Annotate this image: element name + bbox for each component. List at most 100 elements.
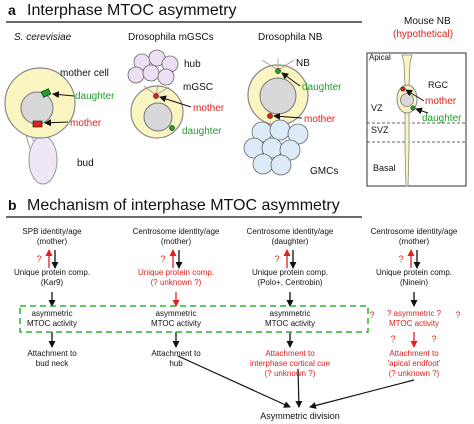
- neuroblast-illustration: Drosophila NB: [243, 32, 323, 176]
- nb-label: NB: [296, 58, 310, 69]
- attachment-label: (? unknown ?): [265, 369, 316, 378]
- hub-label: hub: [184, 59, 201, 70]
- uncertain-link-marker: ?: [398, 254, 403, 264]
- hub-cell: [157, 68, 175, 86]
- rgc-daughter-centrosome: [410, 105, 416, 111]
- apical-label: Apical: [369, 53, 391, 62]
- protein-composition-label: Unique protein comp.: [376, 268, 452, 277]
- radial-glia-process: [401, 54, 413, 187]
- nb-nucleus: [259, 77, 297, 115]
- uncertain-link-marker: ?: [274, 254, 279, 264]
- converge-arrow-endfoot: [309, 379, 415, 409]
- gmc-cell: [269, 119, 291, 141]
- attachment-label: Attachment to: [389, 349, 439, 358]
- gmc-cell: [270, 154, 292, 176]
- vz-label: VZ: [371, 103, 383, 113]
- asymmetric-division-label: Asymmetric division: [260, 411, 340, 421]
- mgsc-mother-label: mother: [193, 103, 225, 114]
- mtoc-activity-label: asymmetric: [270, 309, 311, 318]
- identity-label: Centrosome identity/age: [133, 227, 220, 236]
- mouse-daughter-arrow: [415, 107, 429, 115]
- mouse-title: Mouse NB: [404, 16, 451, 27]
- mgsc-microtubule: [155, 86, 170, 96]
- panel-b-letter: b: [8, 197, 17, 213]
- daughter-spb: [40, 88, 52, 98]
- nb-daughter-centrosome: [275, 68, 281, 74]
- mtoc-activity-label: MTOC activity: [265, 319, 315, 328]
- panel-a-title: Interphase MTOC asymmetry: [27, 2, 237, 19]
- mother-spb: [32, 120, 43, 128]
- attachment-label: Attachment to: [27, 349, 77, 358]
- scer-daughter-label: daughter: [75, 91, 115, 102]
- mgsc-label: mGSC: [183, 82, 213, 93]
- attachment-label: Attachment to: [265, 349, 315, 358]
- mgsc-nucleus: [143, 102, 173, 132]
- hub-cell: [142, 64, 160, 82]
- protein-composition-label: Unique protein comp.: [14, 268, 90, 277]
- uncertain-link-marker: ?: [390, 334, 395, 344]
- attachment-label: interphase cortical cue: [250, 359, 331, 368]
- mgsc-illustration: Drosophila mGSCs: [127, 32, 214, 139]
- protein-composition-label: Unique protein comp.: [138, 268, 214, 277]
- identity-label: (mother): [161, 237, 192, 246]
- converge-arrow-hub: [177, 355, 291, 408]
- mtoc-activity-label: ? asymmetric ?: [387, 309, 442, 318]
- nb-mother-arrow: [273, 112, 303, 120]
- yeast-illustration: S. cerevisiae: [4, 32, 76, 185]
- protein-composition-label: (Ninein): [400, 278, 428, 287]
- attachment-label: 'apical endfoot': [388, 359, 441, 368]
- mgsc-daughter-centrosome: [169, 125, 175, 131]
- nb-title: Drosophila NB: [258, 32, 323, 43]
- panel-b-title: Mechanism of interphase MTOC asymmetry: [27, 197, 340, 214]
- identity-label: Centrosome identity/age: [247, 227, 334, 236]
- protein-composition-label: (? unknown ?): [151, 278, 202, 287]
- nb-microtubule: [277, 59, 295, 71]
- bud: [28, 135, 58, 185]
- rgc-mother-centrosome: [400, 86, 406, 92]
- uncertain-link-marker: ?: [369, 310, 374, 320]
- mouse-mother-label: mother: [425, 96, 457, 107]
- panel-a-letter: a: [8, 2, 16, 18]
- nb-mother-label: mother: [304, 114, 336, 125]
- uncertain-link-marker: ?: [160, 254, 165, 264]
- scer-daughter-arrow: [52, 91, 75, 99]
- gmcs-label: GMCs: [310, 166, 338, 177]
- mother-cell-label: mother cell: [60, 68, 109, 79]
- mgsc-daughter-label: daughter: [182, 126, 222, 137]
- gmc-cell: [252, 153, 274, 175]
- mouse-subtitle: (hypothetical): [393, 29, 453, 40]
- nb-mother-centrosome: [267, 113, 273, 119]
- attachment-label: hub: [169, 359, 183, 368]
- mgsc-title: Drosophila mGSCs: [128, 32, 214, 43]
- uncertain-link-marker: ?: [36, 254, 41, 264]
- uncertain-link-marker: ?: [455, 310, 460, 320]
- mechanism-columns: SPB identity/age(mother)?Unique protein …: [14, 227, 461, 378]
- mtoc-activity-label: MTOC activity: [27, 319, 77, 328]
- mtoc-activity-label: MTOC activity: [151, 319, 201, 328]
- yeast-nucleus: [20, 91, 54, 125]
- mouse-nb-frame: [366, 52, 467, 187]
- identity-label: (daughter): [272, 237, 309, 246]
- scer-title: S. cerevisiae: [14, 32, 72, 43]
- scer-mother-label: mother: [70, 118, 102, 129]
- identity-label: (mother): [37, 237, 68, 246]
- rgc-label: RGC: [428, 80, 449, 90]
- mtoc-activity-label: asymmetric: [32, 309, 73, 318]
- attachment-label: Attachment to: [151, 349, 201, 358]
- attachment-label: (? unknown ?): [389, 369, 440, 378]
- uncertain-link-marker: ?: [431, 334, 436, 344]
- scer-mother-arrow: [44, 119, 69, 127]
- protein-composition-label: (Kar9): [41, 278, 64, 287]
- identity-label: SPB identity/age: [22, 227, 82, 236]
- mgsc-microtubule: [143, 85, 157, 96]
- mtoc-activity-box: [19, 305, 369, 333]
- bud-label: bud: [77, 158, 94, 169]
- identity-label: Centrosome identity/age: [371, 227, 458, 236]
- basal-label: Basal: [373, 163, 396, 173]
- converge-arrow-cortical: [295, 368, 303, 408]
- protein-composition-label: Unique protein comp.: [252, 268, 328, 277]
- identity-label: (mother): [399, 237, 430, 246]
- mouse-nb-illustration: Mouse NB (hypothetical): [366, 16, 467, 187]
- nb-daughter-label: daughter: [302, 82, 342, 93]
